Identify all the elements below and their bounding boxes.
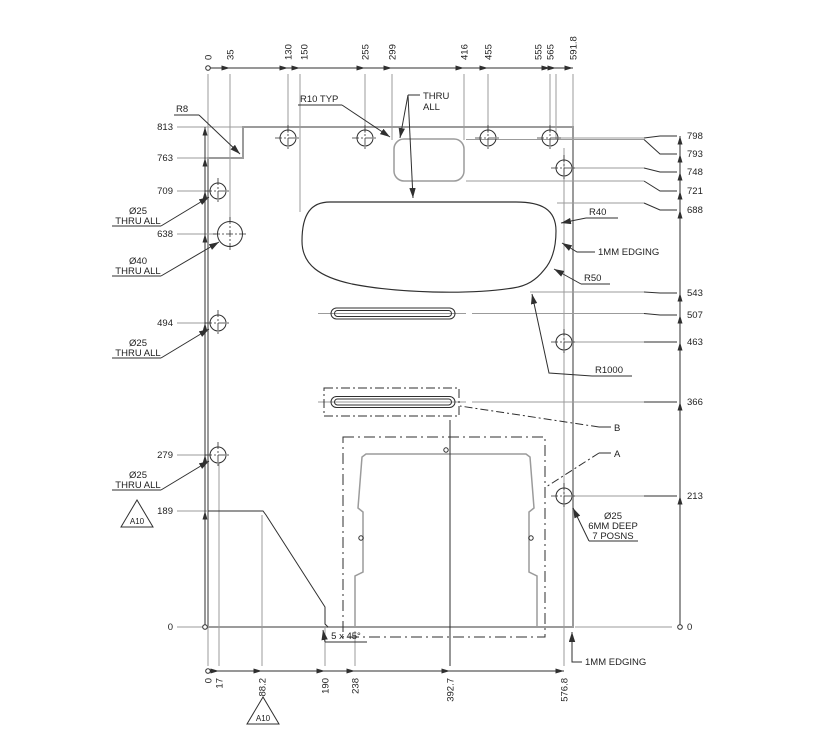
dim-bot-190: 190 <box>321 678 332 694</box>
datum-label: A10 <box>256 714 271 723</box>
annotations: R8 R10 TYP THRU ALL Ø25 THRU ALL Ø40 THR… <box>115 91 659 668</box>
dim-top-565: 565 <box>546 44 557 60</box>
dim-right-688: 688 <box>687 205 703 216</box>
note-chamfer: 5 x 45° <box>331 631 361 642</box>
top-dimension-labels: 0 35 130 150 255 299 416 455 555 565 591… <box>204 36 580 60</box>
detail-a-boundary <box>342 436 546 638</box>
note-thruall-2: THRU ALL <box>115 266 160 277</box>
hole-left-3 <box>205 310 231 336</box>
note-r40: R40 <box>589 207 606 218</box>
dim-right-463: 463 <box>687 337 703 348</box>
dim-left-709: 709 <box>157 186 173 197</box>
left-dimension-labels: 813 763 709 638 494 279 189 0 <box>157 122 173 633</box>
dim-bot-17: 17 <box>215 678 226 689</box>
datum-label: A10 <box>130 517 145 526</box>
hole-left-1 <box>205 178 231 204</box>
note-thruall-1: THRU ALL <box>115 216 160 227</box>
dim-top-591: 591.8 <box>569 36 580 60</box>
dim-left-189: 189 <box>157 506 173 517</box>
bottom-dimension-labels: 0 17 88.2 190 238 392.7 576.8 <box>204 678 571 702</box>
datum-a10-bottom: A10 <box>246 696 280 725</box>
hole-top-3 <box>475 125 501 151</box>
dim-top-150: 150 <box>300 44 311 60</box>
note-thru: THRU <box>423 91 450 102</box>
note-r8: R8 <box>176 104 188 115</box>
note-thruall-3: THRU ALL <box>115 348 160 359</box>
dim-right-213: 213 <box>687 491 703 502</box>
detail-b-boundary <box>323 387 460 417</box>
detail-b-label: B <box>614 423 620 434</box>
slot-lower <box>330 396 456 408</box>
note-r50: R50 <box>584 273 601 284</box>
hole-top-1 <box>275 125 301 151</box>
dim-top-130: 130 <box>284 44 295 60</box>
dim-right-748: 748 <box>687 167 703 178</box>
note-r1000: R1000 <box>595 365 623 376</box>
dim-bot-88: 88.2 <box>258 678 269 697</box>
hole-left-4 <box>205 442 231 468</box>
chamfer-edge <box>208 510 329 628</box>
part-outline <box>207 126 574 628</box>
dim-top-299: 299 <box>388 44 399 60</box>
dim-top-416: 416 <box>460 44 471 60</box>
large-cutout <box>301 201 557 293</box>
note-d25-1: Ø25 <box>129 206 147 217</box>
r10-cutout <box>393 138 465 182</box>
datum-a10-left: A10 <box>120 499 154 528</box>
dim-right-366: 366 <box>687 397 703 408</box>
dim-bot-0: 0 <box>204 678 215 683</box>
dim-right-721: 721 <box>687 186 703 197</box>
dim-right-0: 0 <box>687 622 692 633</box>
note-deep-d25: Ø25 <box>604 511 622 522</box>
note-deep-6mm: 6MM DEEP <box>588 521 638 532</box>
hole-right-2 <box>551 329 577 355</box>
dim-bot-392: 392.7 <box>446 678 457 702</box>
hole-top-2 <box>352 125 378 151</box>
note-all: ALL <box>423 102 440 113</box>
dim-left-638: 638 <box>157 229 173 240</box>
dim-top-555: 555 <box>534 44 545 60</box>
dim-left-813: 813 <box>157 122 173 133</box>
dim-top-255: 255 <box>361 44 372 60</box>
dim-right-507: 507 <box>687 310 703 321</box>
dim-left-0: 0 <box>168 622 173 633</box>
hole-right-1 <box>551 155 577 181</box>
dim-top-0: 0 <box>204 55 215 60</box>
dim-left-763: 763 <box>157 153 173 164</box>
dim-top-35: 35 <box>226 49 237 60</box>
dim-right-798: 798 <box>687 131 703 142</box>
note-edging-bottom: 1MM EDGING <box>585 657 646 668</box>
note-edging-right: 1MM EDGING <box>598 247 659 258</box>
dim-left-494: 494 <box>157 318 173 329</box>
dim-left-279: 279 <box>157 450 173 461</box>
leader-lines <box>112 94 638 663</box>
extension-lines <box>177 74 672 666</box>
note-deep-7posns: 7 POSNS <box>592 531 633 542</box>
slot-upper <box>330 307 456 320</box>
hole-top-4 <box>537 125 563 151</box>
hole-right-3 <box>551 483 577 509</box>
note-r10-typ: R10 TYP <box>300 94 338 105</box>
holes <box>205 125 577 509</box>
dim-bot-238: 238 <box>351 678 362 694</box>
dim-right-793: 793 <box>687 149 703 160</box>
note-d25-2: Ø25 <box>129 338 147 349</box>
note-d25-3: Ø25 <box>129 470 147 481</box>
dim-bot-576: 576.8 <box>560 678 571 702</box>
note-d40: Ø40 <box>129 256 147 267</box>
hole-left-2-d40 <box>213 217 247 251</box>
dim-top-455: 455 <box>484 44 495 60</box>
dim-right-543: 543 <box>687 288 703 299</box>
pocket-profile <box>354 447 538 627</box>
detail-a-label: A <box>614 449 621 460</box>
note-thruall-4: THRU ALL <box>115 480 160 491</box>
right-dimension-labels: 798 793 748 721 688 543 507 463 366 213 … <box>687 131 703 633</box>
